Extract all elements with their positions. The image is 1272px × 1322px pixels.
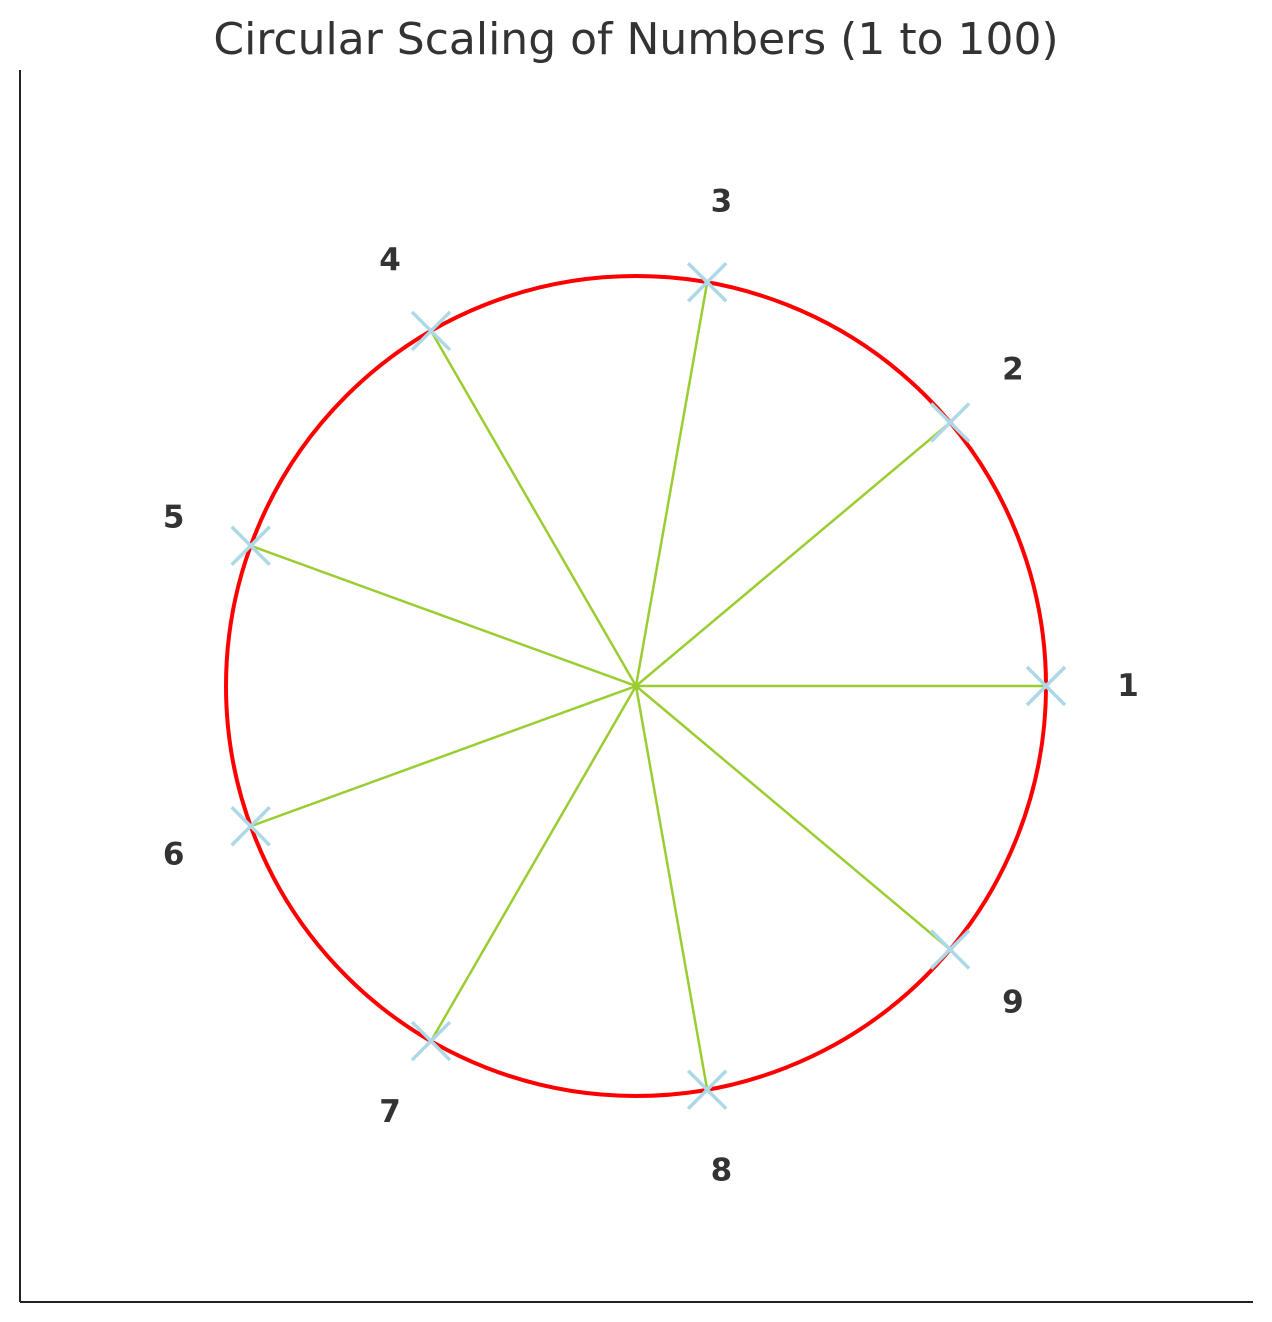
- point-marker-1: [1025, 665, 1067, 707]
- chart-title: Circular Scaling of Numbers (1 to 100): [213, 14, 1059, 65]
- point-label-4: 4: [379, 242, 401, 278]
- markers-layer: [230, 261, 1067, 1111]
- point-marker-6: [230, 805, 271, 847]
- point-marker-7: [410, 1020, 452, 1062]
- point-marker-8: [686, 1069, 728, 1111]
- point-label-9: 9: [1002, 984, 1024, 1020]
- point-label-7: 7: [379, 1094, 401, 1130]
- spokes-layer: [250, 282, 1046, 1090]
- point-label-1: 1: [1117, 668, 1139, 704]
- spoke-line-8: [634, 685, 709, 1090]
- point-marker-3: [686, 261, 728, 303]
- point-label-8: 8: [711, 1153, 733, 1189]
- spoke-line-9: [635, 685, 951, 951]
- spoke-line-2: [635, 421, 951, 687]
- point-marker-5: [230, 525, 271, 567]
- point-marker-9: [929, 929, 971, 970]
- spoke-line-5: [250, 544, 637, 688]
- spoke-line-4: [429, 330, 638, 687]
- point-label-2: 2: [1002, 352, 1024, 388]
- labels-layer: 1 2 3 4 5 6 7 8 9: [163, 183, 1139, 1188]
- spoke-line-7: [429, 685, 638, 1042]
- spoke-line-6: [250, 684, 637, 828]
- point-marker-2: [929, 402, 971, 443]
- point-marker-4: [410, 310, 452, 352]
- spoke-line-3: [634, 282, 709, 687]
- point-label-6: 6: [163, 836, 185, 872]
- point-label-3: 3: [711, 183, 733, 219]
- point-label-5: 5: [163, 500, 185, 536]
